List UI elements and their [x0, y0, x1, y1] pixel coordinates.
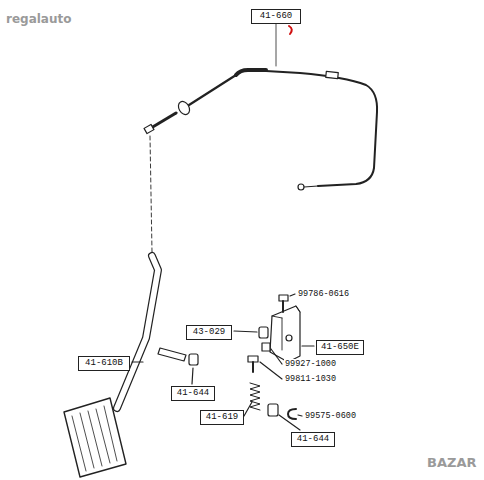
part-number: 43-029	[193, 327, 225, 337]
part-number: 99786-0616	[297, 289, 350, 299]
callout-box: 41-644	[291, 432, 335, 447]
callout-box: 41-660	[251, 9, 301, 24]
part-number: 99811-1030	[284, 374, 337, 384]
callout-box: 43-029	[186, 325, 232, 340]
watermark: regalauto	[5, 12, 72, 27]
part-number: 41-644	[297, 434, 329, 444]
part-number: 41-650E	[321, 342, 359, 352]
part-number: 41-660	[260, 11, 292, 21]
callout-box: 41-650E	[316, 340, 364, 355]
callout-box: 41-644	[171, 386, 215, 401]
part-number: 41-619	[206, 412, 238, 422]
callout-box: 41-619	[200, 410, 244, 425]
watermark: BAZAR	[426, 455, 477, 471]
part-number: 41-610B	[85, 358, 123, 368]
part-number: 41-644	[177, 388, 209, 398]
part-number: 99927-1000	[284, 359, 337, 369]
callout-box: 41-610B	[78, 356, 130, 371]
part-number: 99575-0600	[304, 411, 357, 421]
